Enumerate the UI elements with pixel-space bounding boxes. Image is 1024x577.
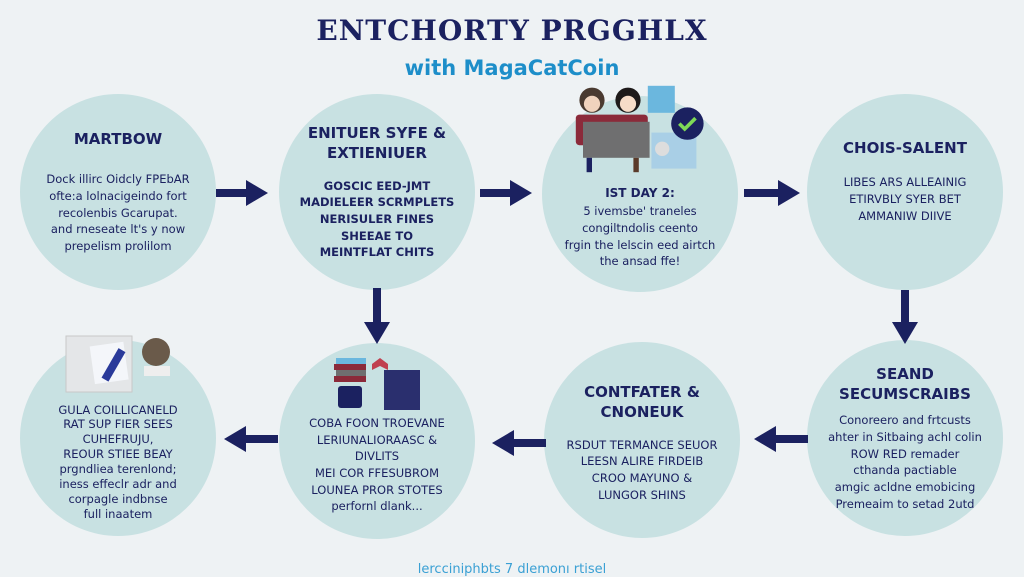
- arrow-right-icon: [744, 180, 800, 206]
- step-text: Dock illirc Oidcly FPEbAR ofte:a lolnaci…: [46, 172, 190, 254]
- step-text: RSDUT TERMANCE SEUOR LEESN ALIRE FIRDEIB…: [566, 437, 718, 502]
- step-text: LIBES ARS ALLEAINIG ETIRVBLY SYER BET AM…: [843, 175, 967, 223]
- books-illustration: [334, 358, 420, 410]
- step-text: GULA COILLICANELD RAT SUP FIER SEES CUHE…: [58, 402, 178, 522]
- arrow-right-icon: [480, 180, 532, 206]
- step-6-circle: CONTFATER & CNONEUK RSDUT TERMANCE SEUOR…: [544, 342, 740, 538]
- step-2-circle: ENITUER SYFE & EXTIENIUER GOSCIC EED-JMT…: [279, 94, 475, 290]
- arrow-left-icon: [754, 426, 808, 452]
- step-title: CONTFATER & CNONEUK: [584, 383, 700, 422]
- step-title: SEAND SECUMSCRAIBS: [839, 364, 971, 403]
- arrow-right-icon: [216, 180, 268, 206]
- footer-text: lercciniphbts 7 dlemonı rtisel: [417, 562, 607, 577]
- step-text: COBA FOON TROEVANE LERIUNALIORAASC & DIV…: [309, 415, 445, 514]
- page-subtitle: with MagaCatCoin: [404, 56, 620, 80]
- team-computer-illustration: [575, 85, 704, 173]
- arrow-left-icon: [224, 426, 278, 452]
- workspace-illustration: [65, 335, 170, 393]
- step-4-circle: CHOIS-SALENT LIBES ARS ALLEAINIG ETIRVBL…: [807, 94, 1003, 290]
- step-title: MARTBOW: [73, 130, 163, 149]
- step-title: ENITUER SYFE & EXTIENIUER: [307, 124, 447, 163]
- arrow-down-icon: [892, 290, 918, 344]
- step-title: IST DAY 2:: [605, 186, 675, 201]
- arrow-left-icon: [492, 430, 546, 456]
- page-title: ENTCHORTY PRGGHLX: [316, 14, 708, 47]
- step-text: GOSCIC EED-JMT MADIELEER SCRMPLETS NERIS…: [299, 178, 455, 260]
- step-title: CHOIS-SALENT: [843, 139, 967, 157]
- step-1-circle: MARTBOW Dock illirc Oidcly FPEbAR ofte:a…: [20, 94, 216, 290]
- step-5-circle: SEAND SECUMSCRAIBS Conoreero and frtcust…: [807, 340, 1003, 536]
- step-7-circle: COBA FOON TROEVANE LERIUNALIORAASC & DIV…: [279, 343, 475, 539]
- step-text: 5 ivemsbe' traneles congiltndolis ceento…: [564, 204, 716, 269]
- arrow-down-icon: [364, 288, 390, 344]
- step-text: Conoreero and frtcusts ahter in Sitbaing…: [828, 413, 982, 511]
